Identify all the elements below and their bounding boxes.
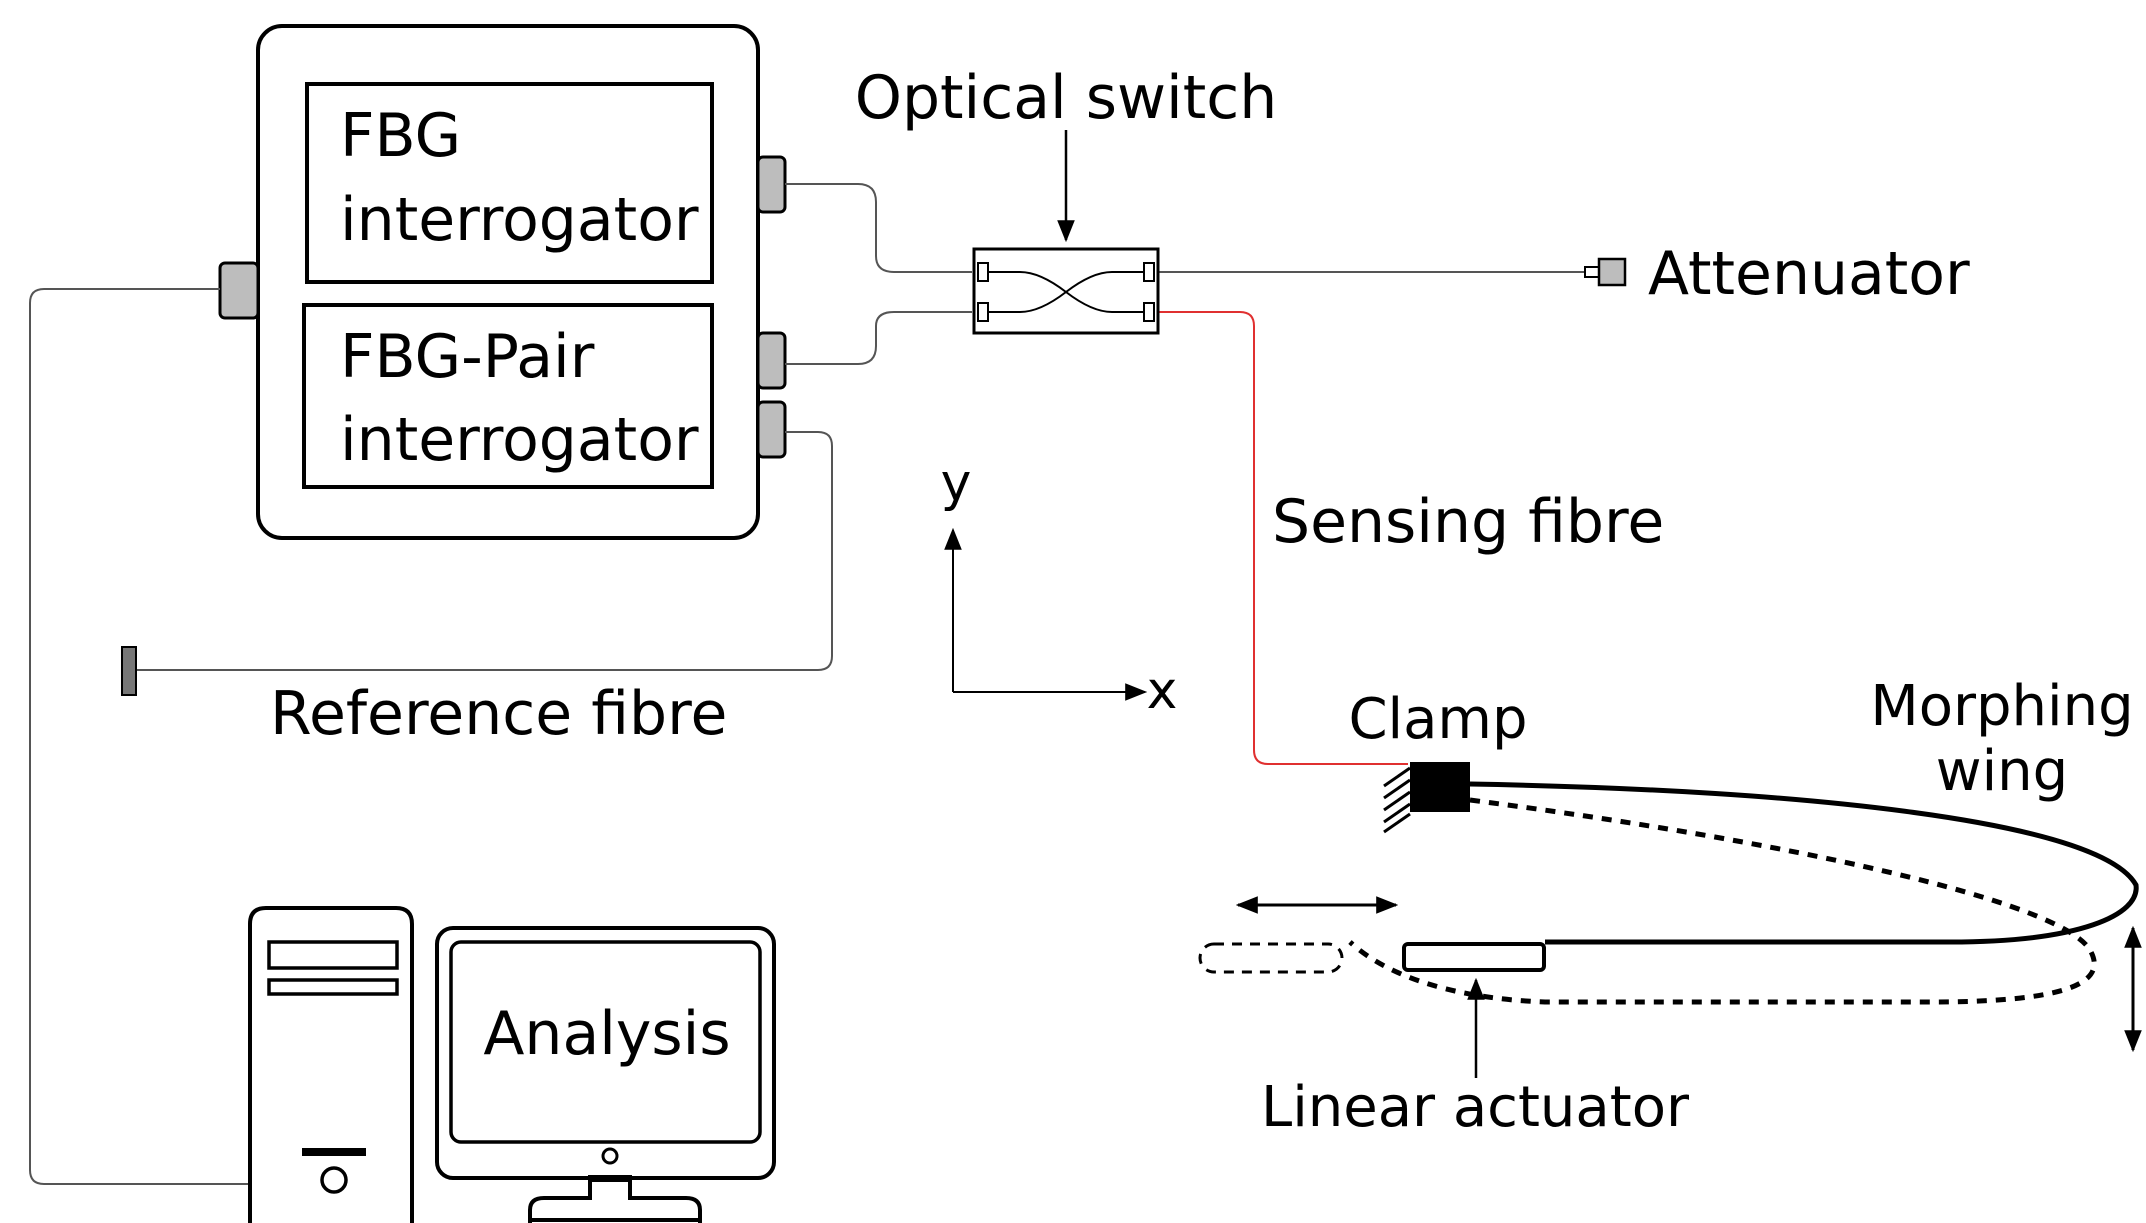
linear-actuator-displaced xyxy=(1198,942,1344,974)
linear-actuator-body xyxy=(1402,942,1546,972)
computer-monitor: Analysis xyxy=(435,926,776,1223)
optical-switch-label: Optical switch xyxy=(855,63,1278,133)
power-button-icon xyxy=(320,1166,348,1194)
port-connector-pc xyxy=(218,261,260,320)
port-connector-pair-2 xyxy=(756,400,787,459)
sensing-fibre xyxy=(1158,311,1408,765)
fibre-fbg-to-switch xyxy=(785,183,972,273)
fbg-interrogator-label-2: interrogator xyxy=(340,185,699,255)
fbg-pair-interrogator-label-1: FBG-Pair xyxy=(340,322,595,392)
linear-actuator-label: Linear actuator xyxy=(1261,1075,1690,1140)
reference-fibre xyxy=(132,431,833,671)
fbg-pair-interrogator-label-2: interrogator xyxy=(340,405,699,475)
monitor-camera-icon xyxy=(601,1147,619,1165)
morphing-wing-label-2: wing xyxy=(1936,739,2068,804)
reference-fibre-label: Reference fibre xyxy=(270,679,727,749)
monitor-screen xyxy=(449,940,762,1144)
attenuator: Attenuator xyxy=(1584,239,1970,309)
tower-drive-bay-2 xyxy=(267,978,399,996)
optical-switch: Optical switch xyxy=(855,63,1278,335)
sensing-fibre-label: Sensing fibre xyxy=(1272,487,1664,557)
clamp-block xyxy=(1410,762,1470,812)
tower-case xyxy=(248,906,414,1223)
fibre-routing xyxy=(29,183,1585,1185)
clamp-hatching xyxy=(1383,766,1411,834)
fbg-interrogator-label-1: FBG xyxy=(340,101,461,171)
port-connector-pair-1 xyxy=(756,331,787,390)
computer-tower xyxy=(248,906,414,1223)
attenuator-label: Attenuator xyxy=(1648,239,1970,309)
x-axis-label: x xyxy=(1147,661,1178,721)
attenuator-icon xyxy=(1597,257,1627,287)
fbg-interrogator-box xyxy=(305,82,714,284)
coordinate-axes: y x xyxy=(941,453,1178,721)
morphing-wing-dashed xyxy=(1348,797,2097,1005)
reference-fibre-end xyxy=(121,646,137,696)
analysis-label: Analysis xyxy=(483,999,730,1069)
interrogator-unit: FBG interrogator FBG-Pair interrogator xyxy=(218,24,787,540)
fibre-pair-to-switch xyxy=(785,311,972,365)
fbg-pair-interrogator-box xyxy=(302,303,714,489)
clamp-label: Clamp xyxy=(1348,687,1527,752)
morphing-wing-assembly: Clamp Linear actuator Morphing wing xyxy=(1198,674,2142,1140)
tower-drive-bay-1 xyxy=(267,940,399,970)
morphing-wing-label-1: Morphing xyxy=(1870,674,2133,739)
port-connector-fbg xyxy=(756,155,787,214)
cable-pc-link xyxy=(29,288,250,1185)
y-axis-label: y xyxy=(941,453,972,513)
optical-switch-box xyxy=(972,247,1160,335)
monitor-stand xyxy=(528,1178,702,1223)
tower-slot xyxy=(302,1148,366,1156)
